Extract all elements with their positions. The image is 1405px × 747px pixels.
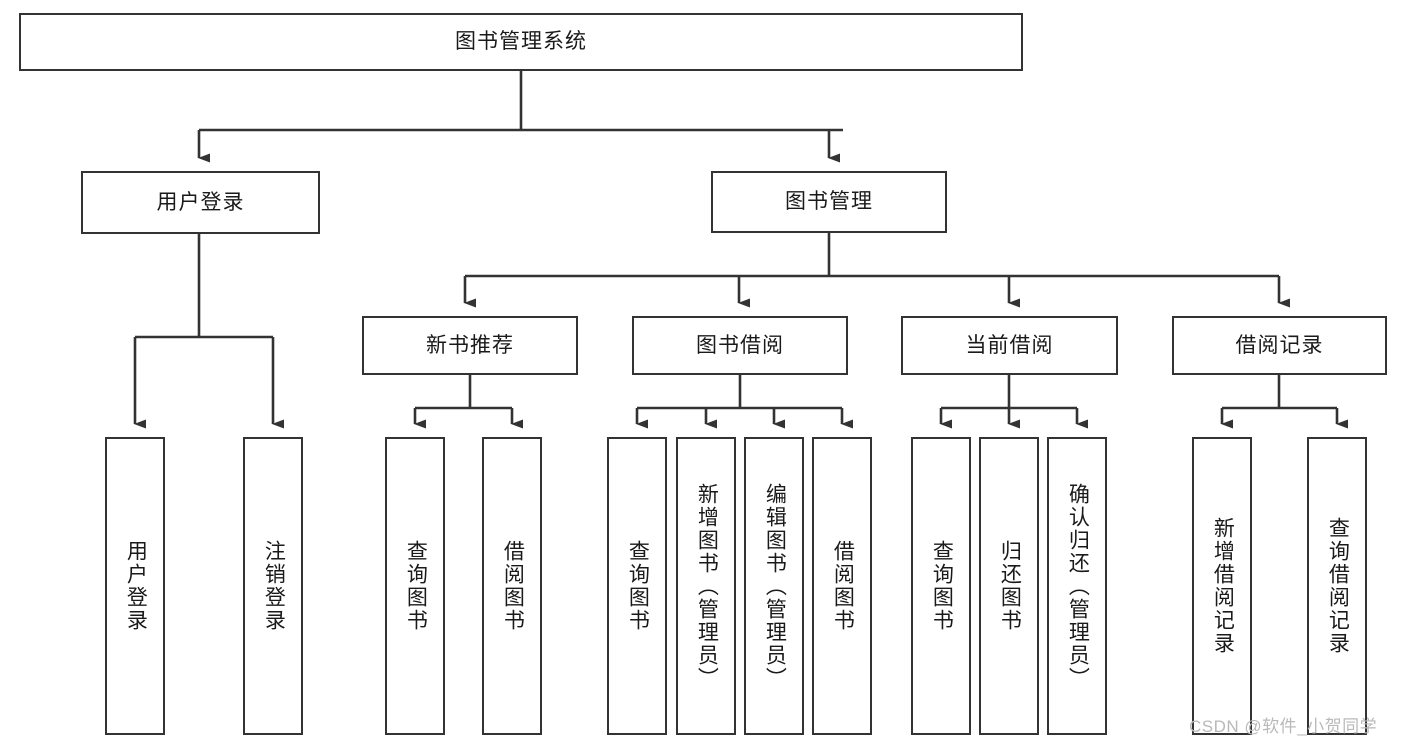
leaf-logout-login[interactable]: 注销登录: [243, 437, 303, 735]
node-label: 新增图书（管理员）: [695, 482, 719, 690]
node-label: 查询借阅记录: [1326, 517, 1350, 655]
leaf-add-book-admin[interactable]: 新增图书（管理员）: [676, 437, 736, 735]
node-label: 查询图书: [626, 540, 650, 632]
node-label: 用户登录: [124, 540, 148, 632]
node-root-book-management-system[interactable]: 图书管理系统: [19, 13, 1023, 71]
node-label: 图书管理系统: [455, 30, 587, 54]
node-label: 图书借阅: [696, 333, 784, 357]
leaf-borrow-book-recommend[interactable]: 借阅图书: [482, 437, 542, 735]
leaf-confirm-return-admin[interactable]: 确认归还（管理员）: [1047, 437, 1107, 735]
node-label: 查询图书: [930, 540, 954, 632]
leaf-query-borrow-record[interactable]: 查询借阅记录: [1307, 437, 1367, 735]
node-label: 新增借阅记录: [1211, 517, 1235, 655]
node-label: 借阅记录: [1235, 333, 1324, 357]
node-current-borrow[interactable]: 当前借阅: [901, 316, 1118, 375]
leaf-borrow-book-borrow[interactable]: 借阅图书: [812, 437, 872, 735]
node-label: 注销登录: [262, 540, 286, 632]
leaf-return-book[interactable]: 归还图书: [979, 437, 1039, 735]
node-label: 查询图书: [404, 540, 428, 632]
leaf-query-book-recommend[interactable]: 查询图书: [385, 437, 445, 735]
node-label: 借阅图书: [831, 540, 855, 632]
node-borrow-record[interactable]: 借阅记录: [1172, 316, 1387, 375]
node-label: 归还图书: [998, 540, 1022, 632]
node-label: 编辑图书（管理员）: [763, 482, 787, 690]
node-label: 借阅图书: [501, 540, 525, 632]
leaf-add-borrow-record[interactable]: 新增借阅记录: [1192, 437, 1252, 735]
leaf-user-login[interactable]: 用户登录: [105, 437, 165, 735]
leaf-query-book-borrow[interactable]: 查询图书: [607, 437, 667, 735]
csdn-watermark: CSDN @软件_小贺同学: [1189, 717, 1378, 736]
node-label: 当前借阅: [965, 333, 1054, 357]
node-new-book-recommend[interactable]: 新书推荐: [362, 316, 578, 375]
node-book-management[interactable]: 图书管理: [711, 171, 947, 233]
node-label: 图书管理: [785, 190, 873, 214]
node-label: 确认归还（管理员）: [1066, 482, 1090, 690]
leaf-edit-book-admin[interactable]: 编辑图书（管理员）: [744, 437, 804, 735]
leaf-query-book-current[interactable]: 查询图书: [911, 437, 971, 735]
node-user-login[interactable]: 用户登录: [81, 171, 320, 234]
node-label: 用户登录: [156, 190, 245, 214]
node-label: 新书推荐: [426, 333, 514, 357]
node-book-borrow[interactable]: 图书借阅: [632, 316, 848, 375]
